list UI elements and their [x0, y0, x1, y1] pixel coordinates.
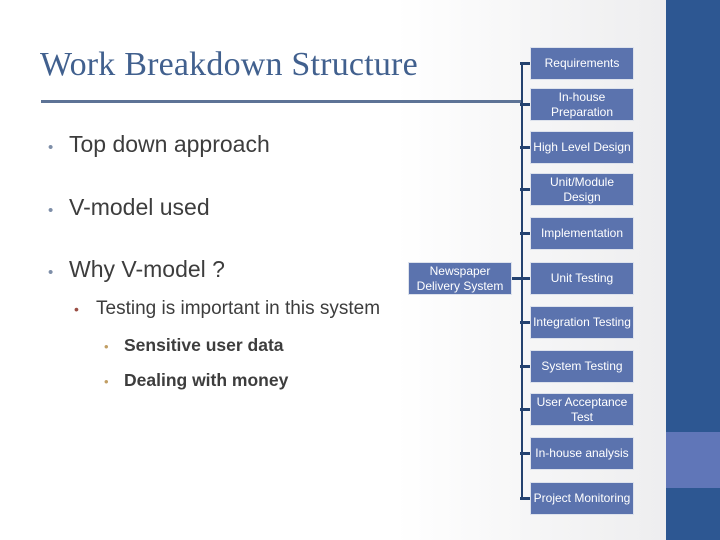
- bullet-dot: •: [104, 339, 109, 354]
- list-item: • Top down approach: [48, 131, 270, 158]
- connector-stub: [520, 365, 531, 368]
- bullet-dot: •: [48, 202, 54, 219]
- wbs-node-label: Project Monitoring: [533, 491, 631, 506]
- root-node: Newspaper Delivery System: [408, 262, 512, 295]
- bullet-text: Top down approach: [69, 131, 270, 157]
- slide-title: Work Breakdown Structure: [40, 46, 418, 83]
- wbs-node: Project Monitoring: [530, 482, 634, 515]
- wbs-node: Unit/Module Design: [530, 173, 634, 206]
- wbs-node-label: Requirements: [544, 56, 620, 71]
- wbs-node: Unit Testing: [530, 262, 634, 295]
- bullet-dot: •: [74, 301, 79, 317]
- wbs-node: In-house analysis: [530, 437, 634, 470]
- bullet-dot: •: [48, 139, 54, 156]
- bullet-text: Testing is important in this system: [96, 298, 381, 319]
- wbs-node-label: High Level Design: [533, 140, 631, 155]
- wbs-node: In-house Preparation: [530, 88, 634, 121]
- connector-stub: [520, 497, 531, 500]
- connector-stub: [520, 321, 531, 324]
- wbs-node-label: Unit/Module Design: [549, 175, 615, 204]
- right-accent-band: [666, 432, 720, 488]
- title-underline: [41, 100, 522, 103]
- connector-stub: [520, 277, 531, 280]
- list-item: • Testing is important in this system: [74, 298, 380, 320]
- wbs-node: High Level Design: [530, 131, 634, 164]
- wbs-node: User Acceptance Test: [530, 393, 634, 426]
- connector-stub: [520, 188, 531, 191]
- wbs-node: System Testing: [530, 350, 634, 383]
- wbs-node-label: Implementation: [540, 226, 624, 241]
- list-item: • V-model used: [48, 194, 210, 221]
- list-item: • Dealing with money: [104, 370, 288, 391]
- list-item: • Why V-model ?: [48, 256, 225, 283]
- connector-stub: [520, 408, 531, 411]
- list-item: • Sensitive user data: [104, 335, 284, 356]
- bullet-dot: •: [104, 374, 109, 389]
- wbs-node-label: Integration Testing: [533, 315, 631, 330]
- wbs-node: Requirements: [530, 47, 634, 80]
- connector-stub: [520, 452, 531, 455]
- bullet-text: Why V-model ?: [69, 256, 225, 282]
- bullet-text: Dealing with money: [124, 370, 289, 390]
- wbs-node-label: System Testing: [541, 359, 623, 374]
- wbs-node: Implementation: [530, 217, 634, 250]
- connector-stub: [520, 146, 531, 149]
- wbs-node-label: Unit Testing: [550, 271, 614, 286]
- bullet-dot: •: [48, 264, 54, 281]
- wbs-node: Integration Testing: [530, 306, 634, 339]
- connector-stub: [520, 103, 531, 106]
- wbs-node-label: In-house analysis: [535, 446, 629, 461]
- connector-stub: [520, 62, 531, 65]
- right-accent-bar: [666, 0, 720, 540]
- root-node-label: Newspaper Delivery System: [416, 264, 504, 293]
- connector-spine: [520, 62, 523, 499]
- connector-stub: [520, 232, 531, 235]
- wbs-node-label: User Acceptance Test: [536, 395, 628, 424]
- bullet-text: Sensitive user data: [124, 335, 284, 355]
- bullet-text: V-model used: [69, 194, 210, 220]
- wbs-node-label: In-house Preparation: [550, 90, 614, 119]
- connector-root: [511, 277, 521, 280]
